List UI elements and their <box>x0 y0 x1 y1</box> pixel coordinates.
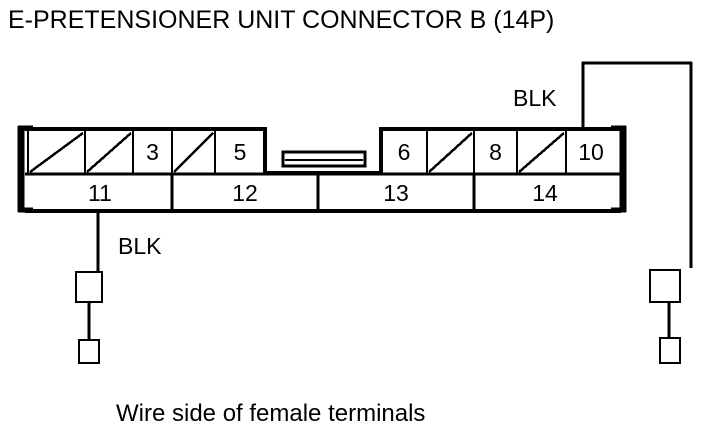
pin-label-13: 13 <box>383 180 409 206</box>
pin-label-3: 3 <box>146 139 159 165</box>
blanked-cavity-diagonals <box>29 131 565 174</box>
terminal-box-small-left <box>78 339 100 364</box>
pin-label-6: 6 <box>397 139 411 165</box>
pin-label-14: 14 <box>532 180 558 206</box>
pin-label-5: 5 <box>233 139 247 165</box>
pin-label-12: 12 <box>232 180 258 206</box>
terminal-box-small-right <box>659 337 681 364</box>
pin-label-10: 10 <box>578 139 604 165</box>
wire-color-label-left: BLK <box>118 233 162 259</box>
pin-label-11: 11 <box>88 180 112 206</box>
connector-body <box>17 125 627 213</box>
pin-label-8: 8 <box>489 139 502 165</box>
wire-right-path <box>581 61 693 340</box>
terminal-box-large-left <box>75 271 103 303</box>
figure-caption: Wire side of female terminals <box>116 400 426 427</box>
terminal-box-large-right <box>649 269 681 303</box>
page-title: E-PRETENSIONER UNIT CONNECTOR B (14P) <box>8 6 555 34</box>
wire-color-label-right: BLK <box>513 85 557 111</box>
wire-left-path <box>87 212 100 341</box>
